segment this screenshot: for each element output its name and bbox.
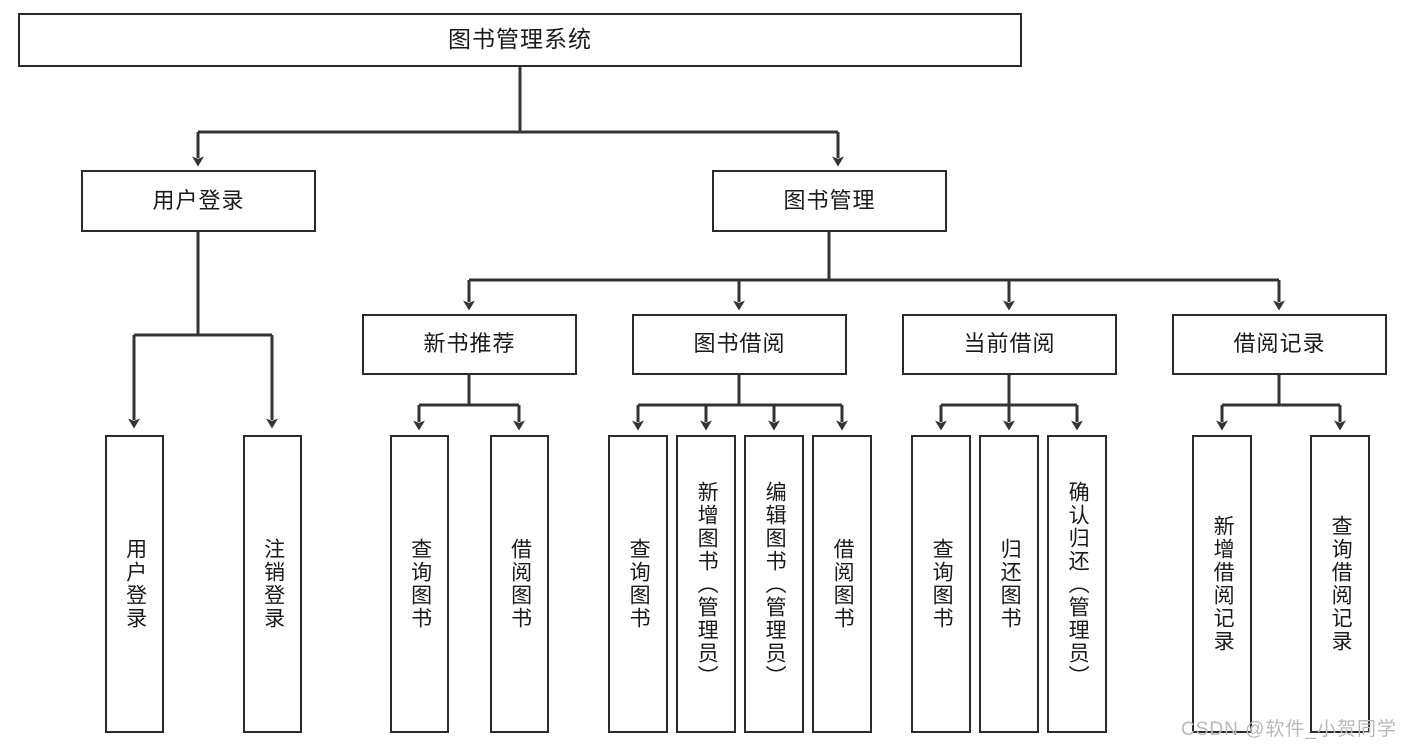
node-user-login-label: 用户登录 (152, 187, 245, 213)
node-borrow-record[interactable]: 借阅记录 (1172, 314, 1387, 375)
node-leaf-current-query-book-label: 查询图书 (930, 538, 954, 630)
node-book-borrow[interactable]: 图书借阅 (632, 314, 847, 375)
node-leaf-add-borrow-record[interactable]: 新增借阅记录 (1192, 435, 1252, 733)
node-leaf-add-book-label: 新增图书（管理员） (695, 480, 719, 688)
node-leaf-logout[interactable]: 注销登录 (243, 435, 302, 733)
node-leaf-recommend-borrow-book-label: 借阅图书 (508, 538, 532, 630)
node-root-system[interactable]: 图书管理系统 (18, 13, 1022, 67)
node-current-borrow[interactable]: 当前借阅 (902, 314, 1117, 375)
node-book-management-label: 图书管理 (783, 187, 876, 213)
node-leaf-confirm-return-label: 确认归还（管理员） (1066, 480, 1090, 688)
node-leaf-user-login[interactable]: 用户登录 (105, 435, 164, 733)
node-leaf-recommend-borrow-book[interactable]: 借阅图书 (490, 435, 549, 733)
node-leaf-add-borrow-record-label: 新增借阅记录 (1211, 515, 1235, 653)
node-user-login[interactable]: 用户登录 (81, 170, 316, 232)
node-leaf-recommend-query-book-label: 查询图书 (408, 538, 432, 630)
node-leaf-user-login-label: 用户登录 (123, 538, 147, 630)
node-leaf-recommend-query-book[interactable]: 查询图书 (390, 435, 449, 733)
node-leaf-borrow-query-book[interactable]: 查询图书 (608, 435, 668, 733)
node-leaf-logout-label: 注销登录 (261, 538, 285, 630)
node-leaf-current-query-book[interactable]: 查询图书 (911, 435, 971, 733)
node-leaf-edit-book[interactable]: 编辑图书（管理员） (744, 435, 804, 733)
node-book-borrow-label: 图书借阅 (693, 331, 786, 357)
node-current-borrow-label: 当前借阅 (963, 331, 1056, 357)
node-new-book-recommend[interactable]: 新书推荐 (362, 314, 577, 375)
node-root-system-label: 图书管理系统 (448, 26, 592, 53)
node-borrow-record-label: 借阅记录 (1233, 331, 1326, 357)
node-leaf-query-borrow-record-label: 查询借阅记录 (1329, 515, 1353, 653)
node-leaf-add-book[interactable]: 新增图书（管理员） (676, 435, 736, 733)
node-new-book-recommend-label: 新书推荐 (423, 331, 516, 357)
node-leaf-borrow-book[interactable]: 借阅图书 (812, 435, 872, 733)
node-leaf-borrow-query-book-label: 查询图书 (627, 538, 651, 630)
node-leaf-return-book-label: 归还图书 (998, 538, 1022, 630)
node-leaf-return-book[interactable]: 归还图书 (979, 435, 1039, 733)
node-book-management[interactable]: 图书管理 (712, 170, 947, 232)
node-leaf-borrow-book-label: 借阅图书 (831, 538, 855, 630)
node-leaf-edit-book-label: 编辑图书（管理员） (763, 480, 787, 688)
node-leaf-confirm-return[interactable]: 确认归还（管理员） (1047, 435, 1107, 733)
csdn-watermark: CSDN @软件_小贺同学 (1181, 719, 1397, 740)
node-leaf-query-borrow-record[interactable]: 查询借阅记录 (1310, 435, 1370, 733)
